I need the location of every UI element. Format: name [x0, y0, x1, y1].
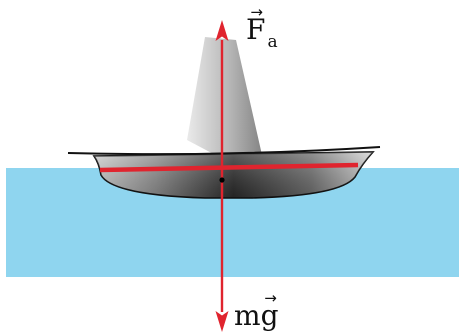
buoyant-force-arrowhead	[216, 20, 229, 41]
gravity-force-label: m → g	[234, 302, 279, 330]
gravity-force-vector: → g	[261, 302, 279, 330]
center-of-mass-point	[219, 177, 224, 182]
buoyant-force-vector: → F	[246, 16, 265, 44]
buoyant-force-subscript: a	[267, 32, 277, 52]
vector-arrow-icon: →	[263, 291, 279, 306]
gravity-force-mass: m	[234, 299, 261, 332]
vector-arrow-icon: →	[248, 5, 265, 20]
sail	[187, 37, 262, 158]
buoyant-force-label: → F a	[246, 16, 278, 44]
gravity-force-arrowhead	[216, 311, 229, 332]
